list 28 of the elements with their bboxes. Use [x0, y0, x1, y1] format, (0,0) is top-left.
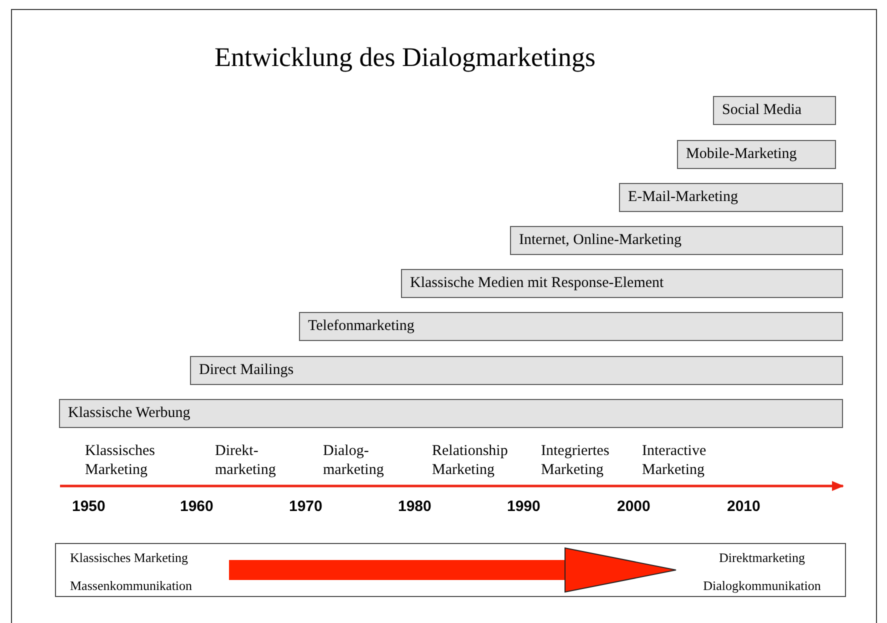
text-label: Direktmarketing: [718, 550, 806, 566]
era-label: Dialog- marketing: [323, 442, 385, 480]
timeline-bar: Mobile-Marketing: [677, 140, 836, 169]
year-label: 2010: [727, 498, 760, 515]
year-label: 1950: [72, 498, 106, 515]
era-label: Klassisches Marketing: [85, 442, 156, 480]
timeline-bar: Direct Mailings: [190, 356, 843, 385]
timeline-bar: Klassische Werbung: [59, 399, 843, 428]
title: Entwicklung des Dialogmarketings: [214, 42, 596, 73]
timeline-bar: Social Media: [713, 96, 836, 125]
text-label: Klassisches Marketing: [70, 550, 190, 566]
year-label: 1960: [180, 498, 214, 515]
year-label: 1970: [289, 498, 322, 515]
timeline-bar: Klassische Medien mit Response-Element: [401, 269, 843, 298]
text-label: Dialogkommunikation: [702, 578, 822, 594]
timeline-bar: E-Mail-Marketing: [619, 183, 843, 212]
year-label: 1980: [398, 498, 432, 515]
year-label: 1990: [507, 498, 540, 515]
era-label: Relationship Marketing: [432, 442, 509, 480]
text-label: Massenkommunikation: [70, 578, 194, 594]
timeline-bar: Telefonmarketing: [299, 312, 843, 341]
era-label: Interactive Marketing: [642, 442, 708, 480]
era-label: Integriertes Marketing: [541, 442, 610, 480]
timeline-bar: Internet, Online-Marketing: [510, 226, 843, 255]
frame-box: [55, 543, 846, 597]
block-arrow: [229, 548, 676, 592]
era-label: Direkt- marketing: [215, 442, 277, 480]
year-label: 2000: [617, 498, 650, 515]
